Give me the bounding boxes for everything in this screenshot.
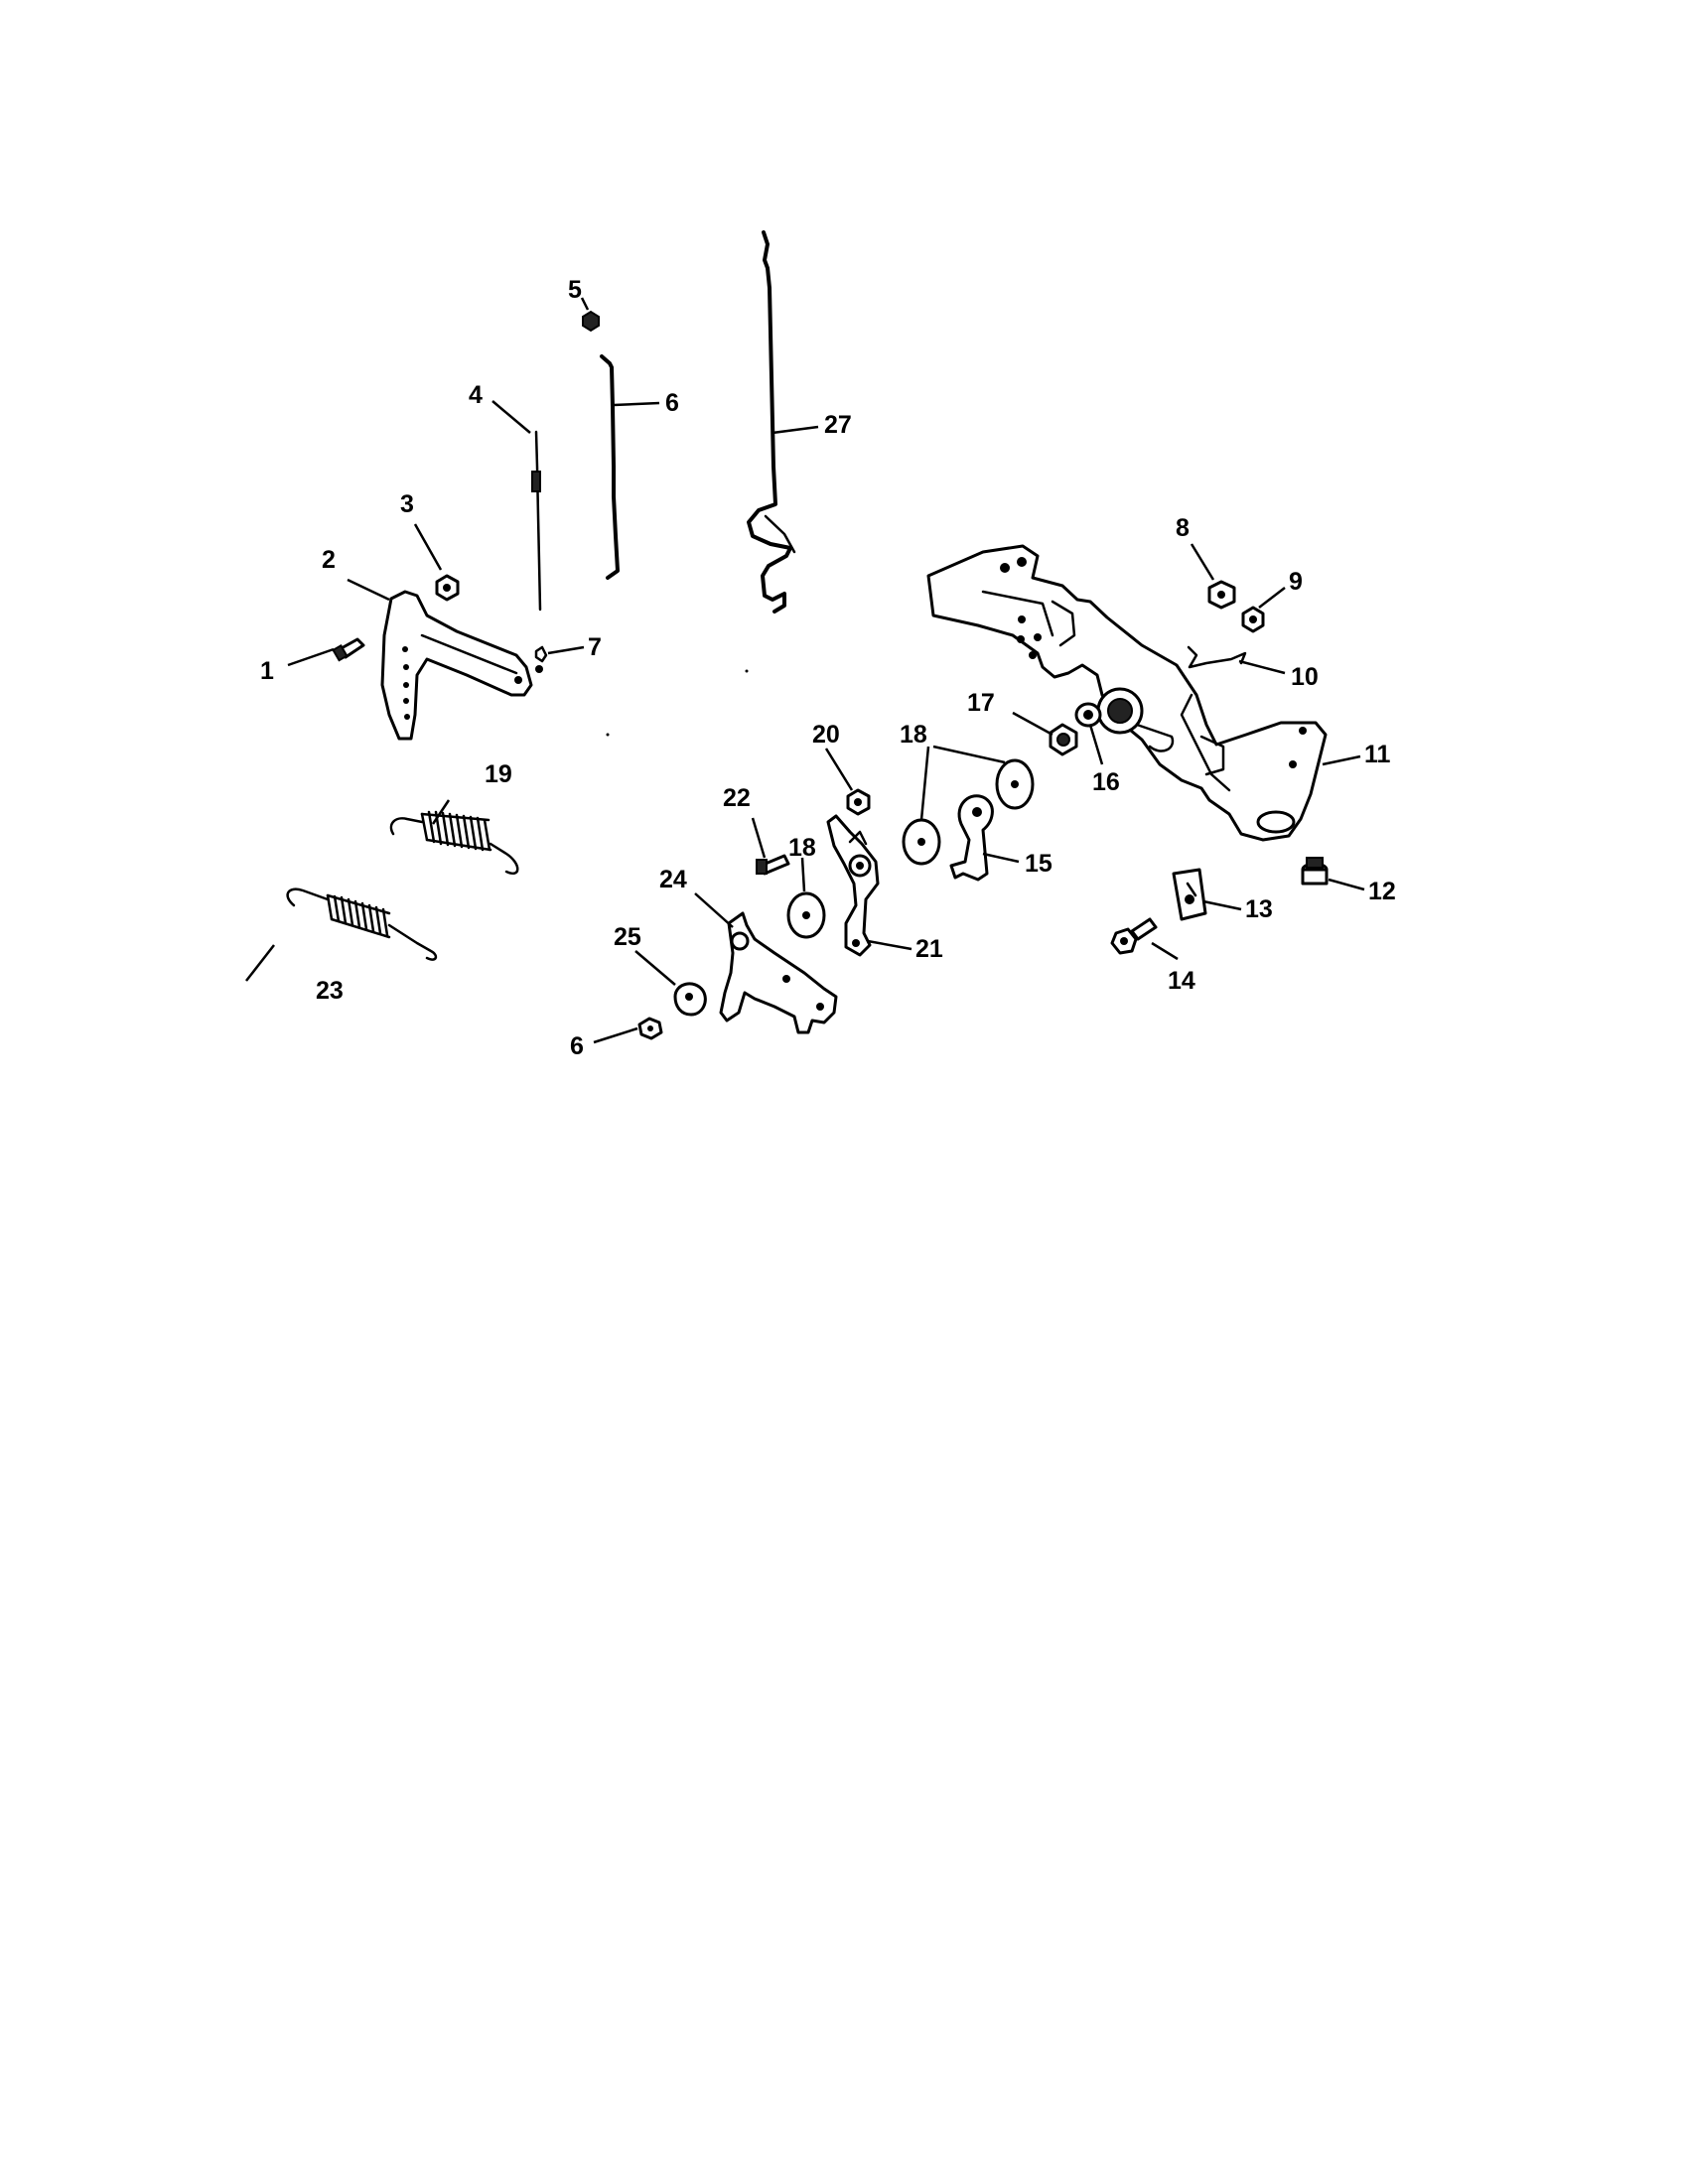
part-11-main-bracket	[926, 544, 1328, 842]
part-7-clip	[534, 645, 548, 673]
scan-dot	[745, 669, 749, 673]
callout-23: 23	[316, 977, 344, 1005]
part-19-spring	[389, 810, 519, 875]
callout-2: 2	[322, 546, 336, 574]
part-5-nut	[582, 310, 600, 333]
part-6-link-rod	[600, 354, 620, 580]
part-4-link	[531, 430, 542, 612]
part-14-bolt	[1110, 917, 1158, 955]
part-20-nut	[846, 788, 871, 816]
part-3-nut	[435, 574, 460, 602]
part-18-washer-upper	[995, 758, 1035, 810]
part-13-clip	[1172, 868, 1207, 921]
part-6-screw	[637, 1017, 663, 1040]
callout-1: 1	[260, 657, 274, 685]
part-18-washer-mid	[902, 818, 941, 866]
part-17-nut	[1049, 723, 1078, 756]
part-18-washer-lower	[786, 891, 826, 939]
callout-13: 13	[1245, 895, 1273, 923]
callout-24: 24	[659, 866, 687, 893]
callout-12: 12	[1368, 878, 1396, 905]
callout-6-lower: 6	[570, 1032, 584, 1060]
part-25-washer	[673, 982, 707, 1017]
callout-17: 17	[967, 689, 995, 717]
part-27-rod	[747, 230, 796, 614]
callout-5: 5	[568, 276, 582, 304]
part-2-control-bracket	[380, 590, 533, 741]
part-22-screw	[756, 854, 790, 876]
part-24-bracket	[719, 911, 838, 1034]
callout-4: 4	[469, 381, 483, 409]
callout-9: 9	[1289, 568, 1303, 596]
part-12-screw	[1301, 857, 1329, 886]
part-15-lever	[949, 794, 994, 882]
part-21-throttle-lever	[826, 814, 880, 957]
part-16-washer	[1074, 702, 1102, 728]
part-9-nut	[1241, 606, 1265, 633]
callout-21: 21	[915, 935, 943, 963]
callout-14: 14	[1168, 967, 1195, 995]
callout-8: 8	[1176, 514, 1190, 542]
callout-7: 7	[588, 633, 602, 661]
callout-25: 25	[614, 923, 641, 951]
callout-16: 16	[1092, 768, 1120, 796]
callout-20: 20	[812, 721, 840, 749]
callout-6-upper: 6	[665, 389, 679, 417]
leader-lines	[245, 297, 1365, 1044]
callout-18-upper: 18	[900, 721, 927, 749]
part-23-spring	[286, 887, 438, 961]
callout-22: 22	[723, 784, 751, 812]
part-10-wire-spring	[1187, 645, 1247, 669]
callout-11: 11	[1364, 741, 1391, 768]
scan-dot	[606, 733, 610, 737]
callout-18-lower: 18	[788, 834, 816, 862]
callout-10: 10	[1291, 663, 1319, 691]
callout-15: 15	[1025, 850, 1052, 878]
callout-labels: 1 2 3 4 5 6 6 7 8 9 10 11 12 13 14 15 16…	[260, 276, 1396, 1060]
part-1-screw	[332, 637, 365, 662]
callout-3: 3	[400, 490, 414, 518]
callout-27: 27	[824, 411, 852, 439]
part-8-nut	[1207, 580, 1236, 610]
callout-19: 19	[485, 760, 512, 788]
